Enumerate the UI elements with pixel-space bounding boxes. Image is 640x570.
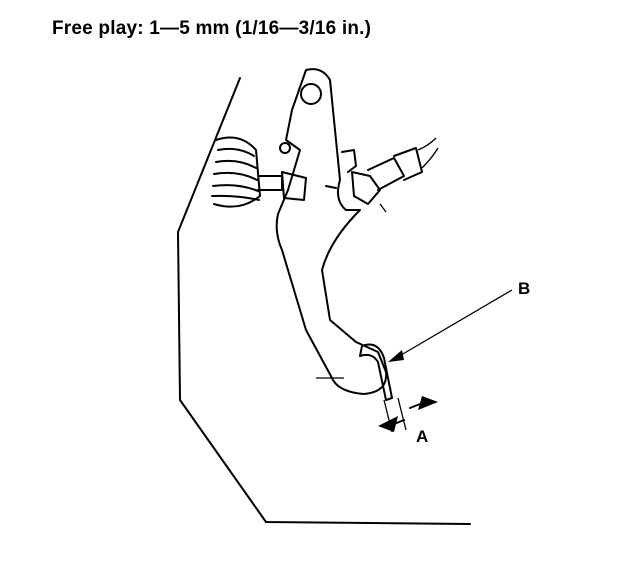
arrow-left-icon [378,416,398,432]
label-a: A [416,427,428,446]
booster-bellows [211,136,307,208]
brake-light-switch [341,137,439,213]
label-b: B [518,279,530,298]
free-play-title: Free play: 1—5 mm (1/16—3/16 in.) [52,18,372,39]
pedal-pad [316,343,393,401]
leader-b [388,289,513,362]
arrow-right-icon [418,396,438,410]
free-play-measurement [378,396,438,433]
firewall-outline [177,77,471,525]
